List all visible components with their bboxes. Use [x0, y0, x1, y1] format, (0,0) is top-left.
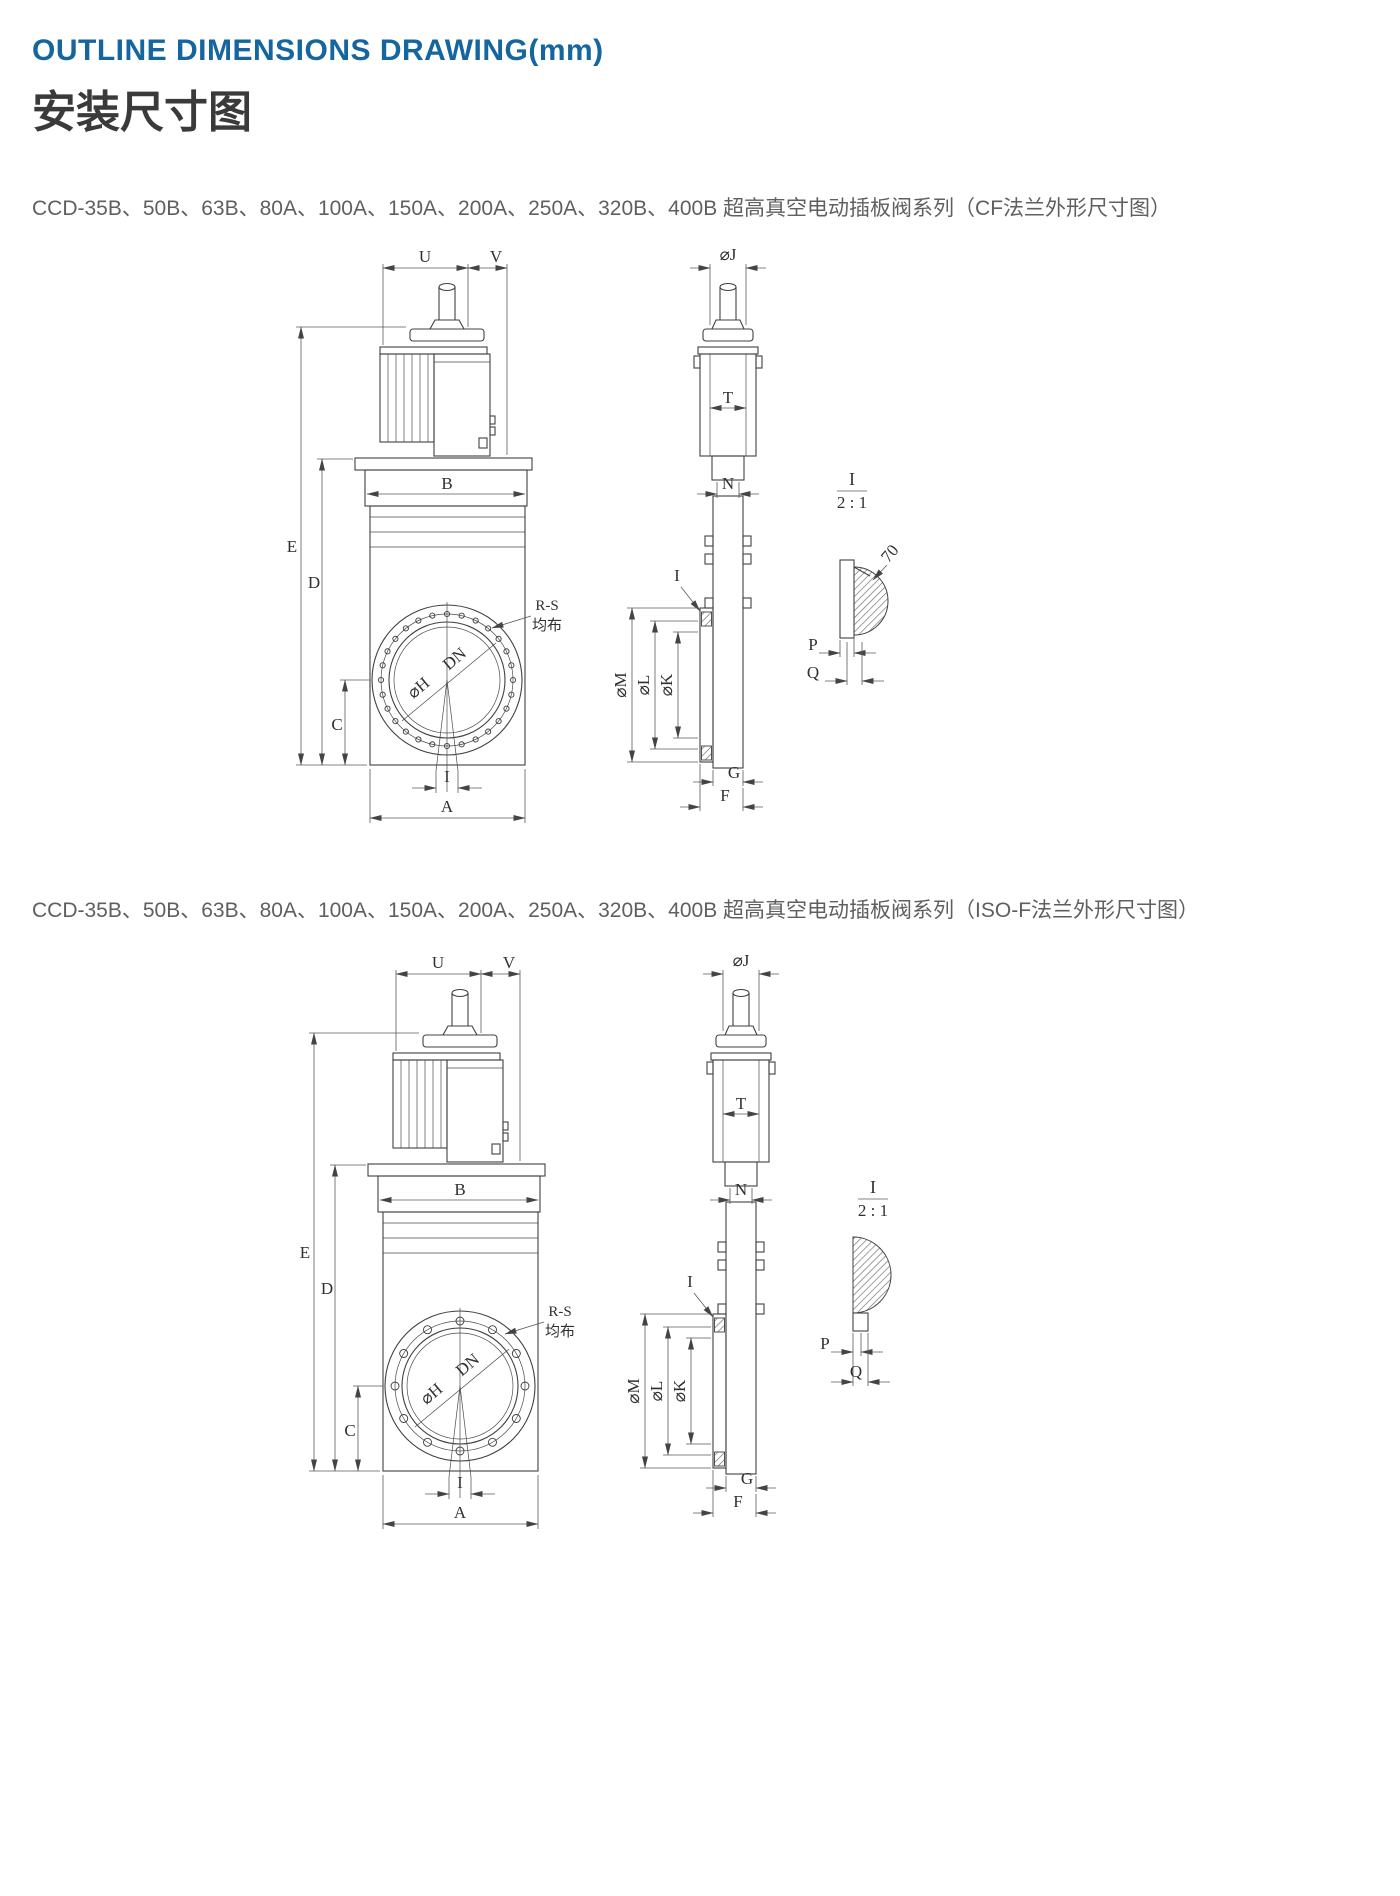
dim-label-e: E [287, 537, 297, 556]
valve-body [382, 1211, 539, 1472]
dim-label-t: T [723, 388, 734, 407]
dim-label-i-bottom: I [444, 767, 450, 786]
dim-label-p: P [820, 1334, 829, 1353]
detail-ref-label-i: I [674, 566, 680, 585]
section-iso-caption: CCD-35B、50B、63B、80A、100A、150A、200A、250A、… [32, 899, 1200, 922]
dim-label-phi-m: ⌀M [624, 1378, 643, 1403]
front-view: ⌀H DN R-S 均布 U V B E [287, 247, 562, 823]
label-phi-h: ⌀H [404, 673, 433, 702]
dim-label-e: E [300, 1243, 310, 1262]
dim-label-b: B [441, 474, 452, 493]
label-phi-h: ⌀H [417, 1379, 446, 1408]
dim-label-f: F [733, 1492, 742, 1511]
dim-label-u: U [432, 953, 444, 972]
dim-label-c: C [331, 715, 342, 734]
bolt-callout: R-S 均布 [504, 1304, 575, 1340]
dim-label-i-bottom: I [457, 1473, 463, 1492]
dim-label-v: V [503, 953, 516, 972]
dim-label-a: A [441, 797, 454, 816]
side-handwheel [702, 282, 754, 342]
label-r-s: R-S [535, 598, 558, 614]
section-cf-caption: CCD-35B、50B、63B、80A、100A、150A、200A、250A、… [32, 197, 1172, 220]
dim-label-phi-k: ⌀K [657, 673, 676, 696]
side-flange [699, 607, 714, 763]
label-dn: DN [439, 644, 470, 674]
front-view: ⌀H DN R-S 均布 U V B E [300, 953, 575, 1529]
label-r-s: R-S [548, 1304, 571, 1320]
detail-view: I 2 : 1 70 P Q [807, 469, 903, 685]
dim-label-70: 70 [877, 541, 902, 566]
dim-label-phi-k: ⌀K [670, 1379, 689, 1402]
page-title: OUTLINE DIMENSIONS DRAWING(mm) [32, 34, 604, 67]
side-handwheel [715, 988, 767, 1048]
detail-view: I 2 : 1 P Q [820, 1177, 892, 1386]
bolt-callout: R-S 均布 [491, 598, 562, 634]
dim-label-c: C [344, 1421, 355, 1440]
valve-body [369, 505, 526, 766]
flange-face [371, 602, 523, 792]
dim-label-phi-l: ⌀L [647, 1381, 666, 1402]
detail-scale: 2 : 1 [858, 1201, 888, 1220]
dim-label-g: G [728, 763, 740, 782]
detail-title-i: I [870, 1177, 876, 1197]
bolt-holes [390, 1316, 530, 1456]
page-subtitle: 安装尺寸图 [32, 88, 252, 137]
dim-label-f: F [720, 786, 729, 805]
dim-label-g: G [741, 1469, 753, 1488]
handwheel [409, 282, 485, 342]
detail-title-i: I [849, 469, 855, 489]
side-view: ⌀J T N I ⌀M ⌀L [611, 245, 766, 811]
cf-flange-drawing: ⌀H DN R-S 均布 U V B E [287, 245, 903, 823]
dim-label-phi-l: ⌀L [634, 675, 653, 696]
iso-f-flange-drawing: ⌀H DN R-S 均布 U V B E [300, 951, 892, 1529]
dim-label-phi-j: ⌀J [720, 245, 737, 264]
dim-label-n: N [735, 1180, 747, 1199]
dim-label-p: P [808, 635, 817, 654]
side-dimensions: ⌀J T N I ⌀M ⌀L [611, 245, 766, 811]
side-dimensions: ⌀J T N I ⌀M ⌀L [624, 951, 779, 1517]
label-evenly-spaced: 均布 [532, 617, 562, 634]
dim-label-q: Q [807, 663, 819, 682]
dim-label-a: A [454, 1503, 467, 1522]
dim-label-t: T [736, 1094, 747, 1113]
dim-label-phi-m: ⌀M [611, 672, 630, 697]
detail-ref-label-i: I [687, 1272, 693, 1291]
dim-label-b: B [454, 1180, 465, 1199]
front-dimensions: U V B E D C A [300, 953, 539, 1529]
dim-label-q: Q [850, 1362, 862, 1381]
flange-face [384, 1308, 536, 1498]
dim-label-v: V [490, 247, 503, 266]
side-view: ⌀J T N I ⌀M ⌀L [624, 951, 779, 1517]
handwheel [422, 988, 498, 1048]
dim-label-u: U [419, 247, 431, 266]
label-evenly-spaced: 均布 [545, 1323, 575, 1340]
detail-scale: 2 : 1 [837, 493, 867, 512]
front-dimensions: U V B E D C A [287, 247, 526, 823]
label-dn: DN [452, 1350, 483, 1380]
dim-label-n: N [722, 474, 734, 493]
dim-label-phi-j: ⌀J [733, 951, 750, 970]
dim-label-d: D [308, 573, 320, 592]
actuator-assembly [379, 346, 496, 457]
side-flange [712, 1313, 727, 1469]
actuator-assembly [392, 1052, 509, 1163]
dim-label-d: D [321, 1279, 333, 1298]
